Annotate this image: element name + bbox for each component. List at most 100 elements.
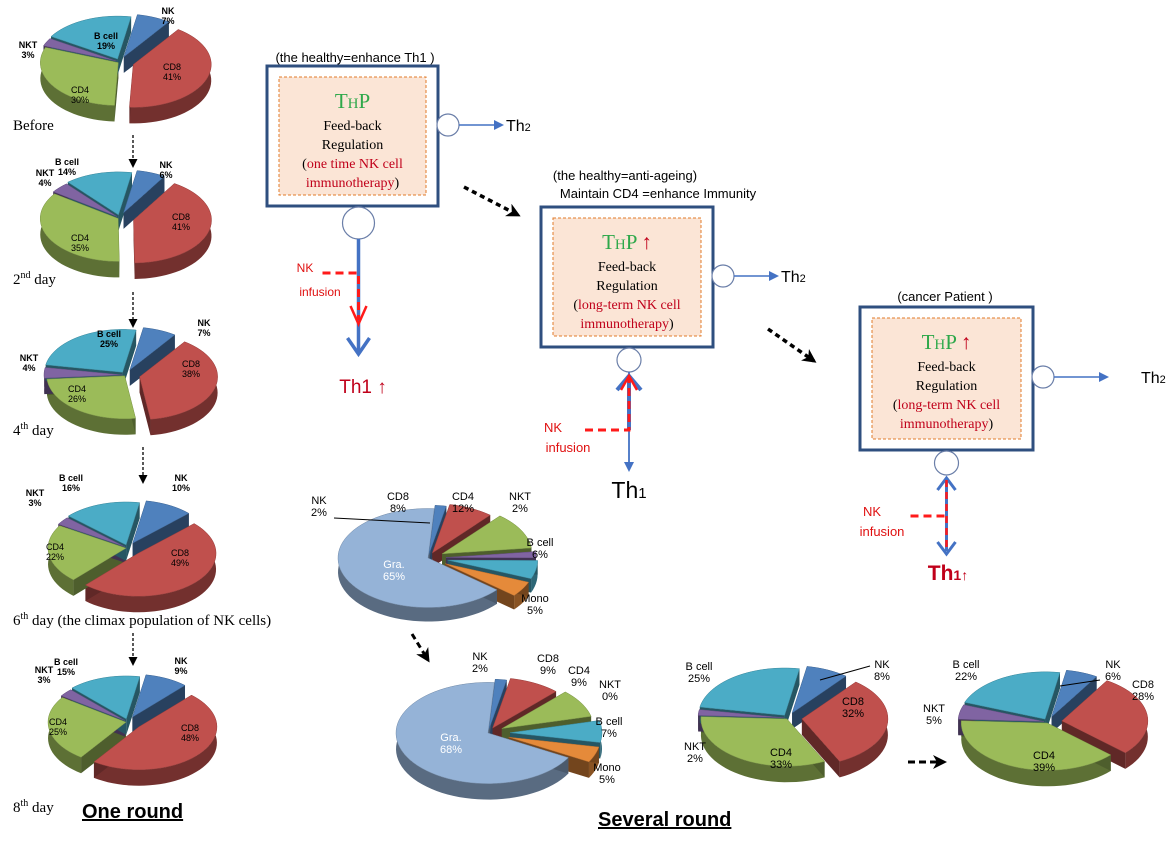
pie2-wall-nk-1	[129, 334, 175, 386]
pieD-pct-nk: 6%	[1105, 671, 1121, 683]
pie2-pct-cd8: 38%	[182, 369, 200, 379]
panel-arrow-2-3	[767, 327, 817, 363]
pie0-pct-bcell: 19%	[97, 41, 115, 51]
panel-caption-2: Maintain CD4 =enhance Immunity	[560, 186, 757, 201]
pie3-label-bcell: B cell	[59, 473, 83, 483]
round-arrow-a-b	[410, 633, 430, 663]
pieB-slice-cd8	[492, 678, 557, 729]
pieB-slice-bcell	[509, 720, 603, 743]
thp-title: THP↑	[602, 230, 652, 254]
nk-arrow-head	[619, 373, 639, 391]
th1-arrow-head-down	[936, 541, 957, 557]
pie4-side-cd8	[93, 695, 217, 786]
pieA-slice-bcell	[447, 559, 538, 579]
th2-node-circle	[1031, 365, 1055, 389]
pieA-side-bcell	[531, 560, 538, 593]
pie2-pct-cd4: 26%	[68, 394, 86, 404]
pieB-slice-mono	[508, 736, 600, 763]
pie1-slice-bcell	[67, 171, 133, 216]
pie4-slice-nkt	[60, 689, 126, 721]
pieB-label-nk: NK	[472, 651, 488, 663]
th2-node-circle	[711, 264, 735, 288]
pie2-side-cd4	[46, 379, 136, 435]
pie3-slice-cd8	[84, 523, 217, 597]
nk-label: NK	[297, 261, 314, 275]
pie1-pct-nkt: 4%	[38, 178, 51, 188]
pieC-side-cd4	[700, 716, 825, 783]
pie1-slice-cd4	[39, 193, 120, 262]
day-label-8: 8th day	[13, 798, 54, 816]
day-4-sup: th	[21, 421, 29, 432]
panel-2: (the healthy=anti-ageing)Maintain CD4 =e…	[539, 168, 806, 503]
pieC-slice-nk	[791, 666, 847, 714]
th1-label: Th1	[611, 477, 646, 503]
day-6-rest: day (the climax population of NK cells)	[28, 613, 271, 629]
pie0-slice-nkt	[43, 38, 117, 62]
pieA-pct-nkt: 2%	[512, 503, 528, 515]
pie2-label-cd4: CD4	[68, 384, 86, 394]
pieC-slice-cd8	[801, 681, 889, 762]
pie1-label-cd4: CD4	[71, 233, 89, 243]
pie3-label-nkt: NKT	[26, 488, 45, 498]
panel-line-3: (one time NK cell	[302, 157, 403, 172]
pieB-slice-nk	[488, 678, 508, 730]
nk-infusion-arrow	[585, 378, 631, 432]
pie4-wall-nk-1	[132, 685, 186, 734]
panel-line-2: Regulation	[322, 138, 383, 153]
pieA-label-cd8: CD8	[387, 491, 409, 503]
pieB-label-bcell: B cell	[596, 716, 623, 728]
pie4-slice-nk	[131, 674, 186, 718]
pieA-pct-cd4: 12%	[452, 503, 474, 515]
pie2-label-nk: NK	[198, 318, 211, 328]
pie4-label-nk: NK	[175, 656, 188, 666]
pieC-label-bcell: B cell	[686, 661, 713, 673]
pieD-label-cd4: CD4	[1033, 750, 1055, 762]
pieB-pct-cd4: 9%	[571, 677, 587, 689]
panel-line-4: immunotherapy)	[580, 317, 674, 332]
infusion-label: infusion	[860, 524, 905, 539]
pieC-pct-nk: 8%	[874, 671, 890, 683]
thp-title: THP↑	[922, 330, 972, 354]
infusion-label: infusion	[546, 440, 591, 455]
pie1-label-bcell: B cell	[55, 157, 79, 167]
pieD-slice-cd8	[1061, 680, 1149, 754]
pieA-pct-bcell: 6%	[532, 549, 548, 561]
pie3-slice-cd4	[47, 525, 127, 581]
pieB-slice-cd4	[501, 691, 592, 729]
pie0-label-bcell: B cell	[94, 31, 118, 41]
pie0-pct-cd8: 41%	[163, 72, 181, 82]
pie2-wall-cd8-1	[139, 376, 151, 436]
panel-line-4: immunotherapy)	[306, 176, 400, 191]
pieC-label-nkt: NKT	[684, 741, 706, 753]
pieA-pct-nk: 2%	[311, 507, 327, 519]
pie3-label-nk: NK	[175, 473, 188, 483]
pie4-pct-cd8: 48%	[181, 733, 199, 743]
pie2-wall-bcell-1	[122, 330, 137, 389]
day-2-num: 2	[13, 272, 21, 288]
nk-label: NK	[863, 504, 881, 519]
pie2-label-bcell: B cell	[97, 329, 121, 339]
pie1-slice-nk	[123, 170, 165, 214]
pieC-wall-bcell-1	[784, 668, 800, 732]
pie2-label-nkt: NKT	[20, 353, 39, 363]
pie0-slice-nk	[123, 14, 170, 58]
pieB-label-cd8: CD8	[537, 653, 559, 665]
panel-arrow-1-2	[463, 185, 521, 217]
pieD-slice-nkt	[957, 704, 1045, 722]
panel-1: (the healthy=enhance Th1 )THPFeed-backRe…	[265, 50, 531, 398]
pie4-pct-nkt: 3%	[37, 675, 50, 685]
pie0-label-cd4: CD4	[71, 85, 89, 95]
pieA-label-nk: NK	[311, 495, 327, 507]
pie1-pct-cd4: 35%	[71, 243, 89, 253]
pie0-pct-nkt: 3%	[21, 50, 34, 60]
pie3-slice-bcell	[67, 501, 140, 546]
pie1-pct-bcell: 14%	[58, 167, 76, 177]
pieA-leader-nk	[333, 517, 431, 524]
pie3-label-cd4: CD4	[46, 542, 64, 552]
day-2-sup: nd	[21, 270, 31, 281]
